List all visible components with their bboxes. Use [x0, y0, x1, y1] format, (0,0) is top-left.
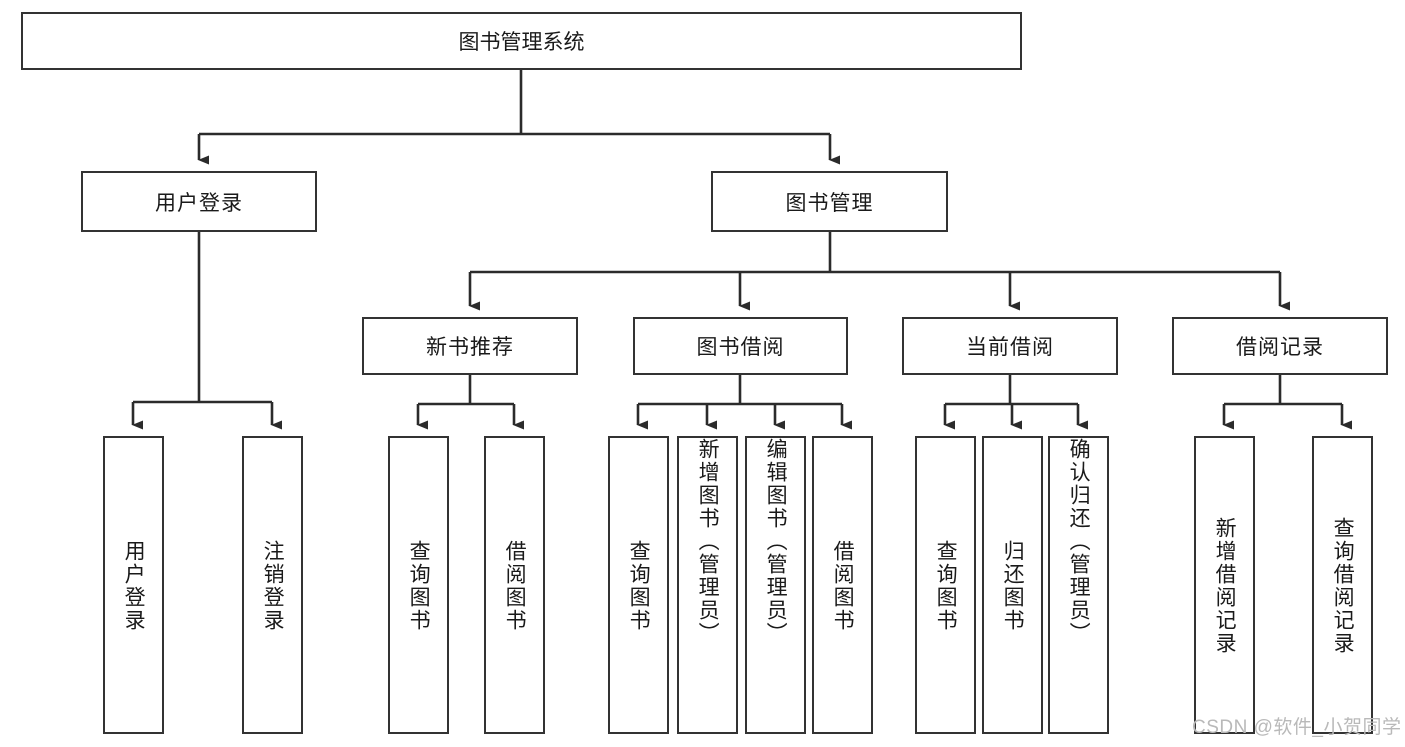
- node-borrow-record[interactable]: 借阅记录: [1172, 317, 1388, 375]
- leaf-current-borrow-query-book[interactable]: 查询图书: [915, 436, 976, 734]
- leaf-label: 注销登录: [261, 540, 285, 632]
- node-user-login[interactable]: 用户登录: [81, 171, 317, 232]
- leaf-label: 查询图书: [407, 540, 431, 632]
- node-book-borrow[interactable]: 图书借阅: [633, 317, 848, 375]
- leaf-book-borrow-edit-book-admin[interactable]: 编辑图书（管理员）: [745, 436, 806, 734]
- leaf-current-borrow-return-book[interactable]: 归还图书: [982, 436, 1043, 734]
- leaf-label: 查询借阅记录: [1331, 517, 1355, 655]
- leaf-label: 借阅图书: [831, 540, 855, 632]
- leaf-label: 借阅图书: [503, 540, 527, 632]
- leaf-user-login-login[interactable]: 用户登录: [103, 436, 164, 734]
- leaf-new-book-borrow-book[interactable]: 借阅图书: [484, 436, 545, 734]
- leaf-label: 确认归还（管理员）: [1067, 438, 1091, 645]
- leaf-label: 查询图书: [627, 540, 651, 632]
- leaf-label: 用户登录: [122, 540, 146, 632]
- node-root-book-management-system[interactable]: 图书管理系统: [21, 12, 1022, 70]
- leaf-book-borrow-add-book-admin[interactable]: 新增图书（管理员）: [677, 436, 738, 734]
- leaf-borrow-record-add-record[interactable]: 新增借阅记录: [1194, 436, 1255, 734]
- leaf-borrow-record-query-record[interactable]: 查询借阅记录: [1312, 436, 1373, 734]
- leaf-label: 编辑图书（管理员）: [764, 438, 788, 645]
- leaf-label: 新增图书（管理员）: [696, 438, 720, 645]
- leaf-book-borrow-borrow-book[interactable]: 借阅图书: [812, 436, 873, 734]
- node-book-management[interactable]: 图书管理: [711, 171, 948, 232]
- watermark: CSDN @软件_小贺同学: [1192, 717, 1402, 738]
- node-current-borrow[interactable]: 当前借阅: [902, 317, 1118, 375]
- leaf-new-book-query-book[interactable]: 查询图书: [388, 436, 449, 734]
- leaf-user-login-logout[interactable]: 注销登录: [242, 436, 303, 734]
- leaf-current-borrow-confirm-return-admin[interactable]: 确认归还（管理员）: [1048, 436, 1109, 734]
- node-new-book-recommendation[interactable]: 新书推荐: [362, 317, 578, 375]
- leaf-label: 查询图书: [934, 540, 958, 632]
- leaf-label: 归还图书: [1001, 540, 1025, 632]
- leaf-book-borrow-query-book[interactable]: 查询图书: [608, 436, 669, 734]
- leaf-label: 新增借阅记录: [1213, 517, 1237, 655]
